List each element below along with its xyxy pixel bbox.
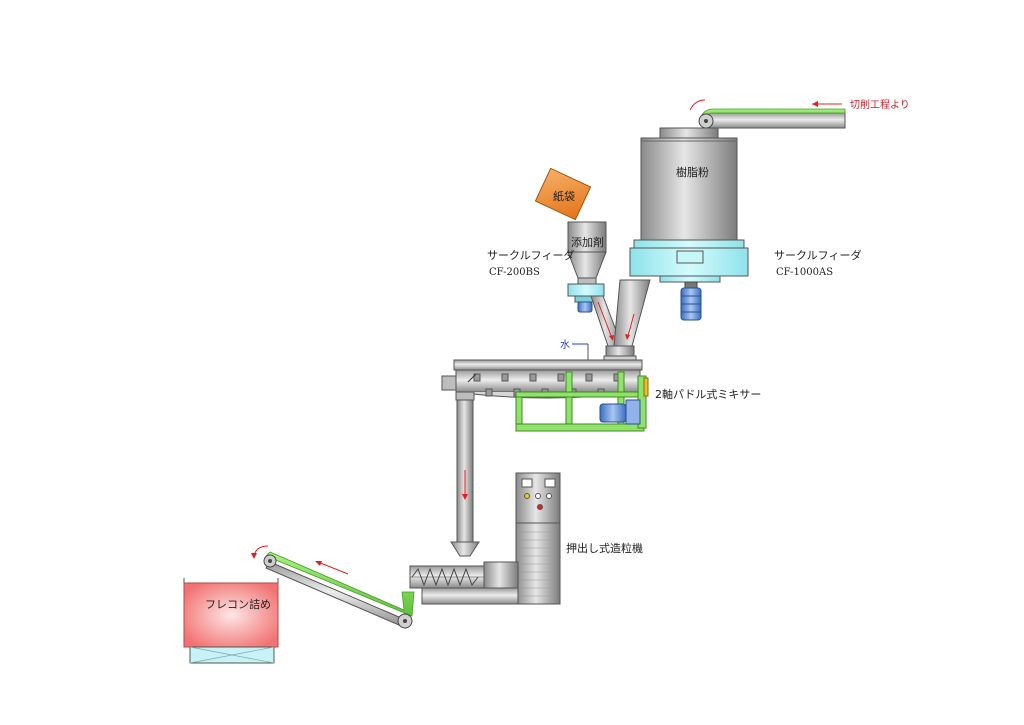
label-granulator: 押出し式造粒機 xyxy=(566,541,643,555)
flexible-container xyxy=(183,578,279,664)
paper-bag xyxy=(534,167,592,221)
label-flexible-container: フレコン詰め xyxy=(205,597,271,611)
granulator-body xyxy=(409,561,519,605)
feeder-left xyxy=(567,283,605,313)
label-mixer: 2軸パドル式ミキサー xyxy=(655,387,761,401)
chute-y-junction xyxy=(590,279,651,363)
label-feeder-left-name: サークルフィーダ xyxy=(487,248,574,262)
flow-arrow-vertical xyxy=(462,470,468,500)
mixer-motor xyxy=(599,399,641,425)
label-additive: 添加剤 xyxy=(571,235,604,249)
label-from-cutting: 切削工程より xyxy=(850,98,910,111)
label-feeder-left-model: CF-200BS xyxy=(489,267,540,278)
granulator-cabinet xyxy=(515,472,561,605)
flow-arrow-conveyor-curve xyxy=(251,545,269,559)
label-feeder-right-name: サークルフィーダ xyxy=(774,248,861,262)
resin-silo xyxy=(640,127,738,243)
mixer-frame xyxy=(515,371,647,432)
label-feeder-right-model: CF-1000AS xyxy=(776,267,833,278)
flow-arrows-chute xyxy=(597,301,635,341)
flow-arrow-top-curve xyxy=(689,99,706,111)
label-resin-powder: 樹脂粉 xyxy=(676,165,709,179)
top-conveyor xyxy=(698,108,846,129)
flow-arrow-conveyor xyxy=(315,561,349,575)
label-water: 水 xyxy=(560,339,570,351)
label-paper-bag: 紙袋 xyxy=(553,189,575,203)
inclined-conveyor xyxy=(263,551,415,629)
mixer-belt-guard xyxy=(643,377,649,397)
flow-arrow-from-cutting xyxy=(812,101,842,107)
feeder-right xyxy=(629,239,749,321)
